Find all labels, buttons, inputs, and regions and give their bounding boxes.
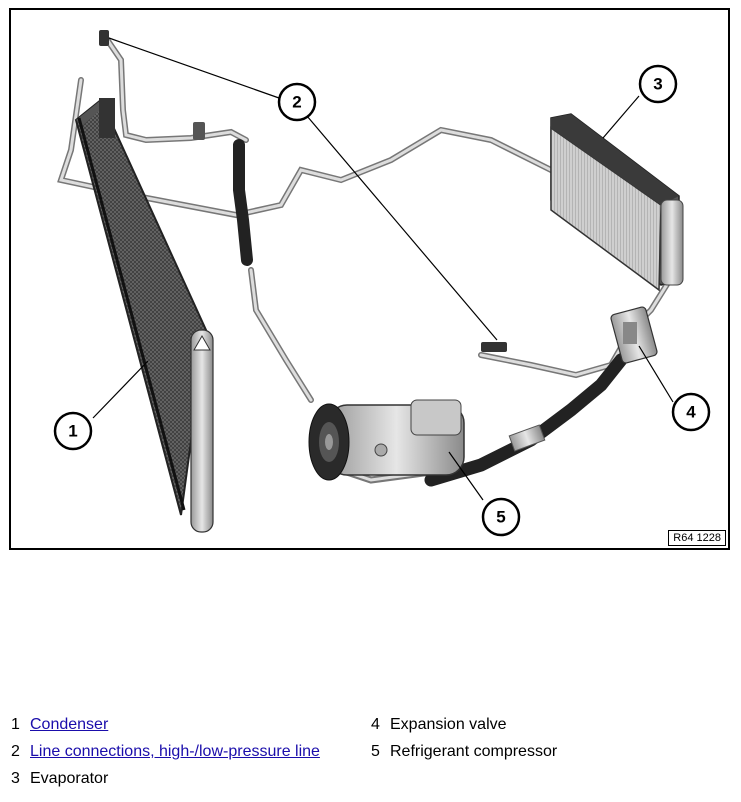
evaporator <box>550 113 684 292</box>
line-connection-fittings <box>99 30 507 352</box>
callout-1: 1 <box>53 411 93 451</box>
legend-label: Refrigerant compressor <box>390 743 558 760</box>
legend-number: 4 <box>371 716 380 733</box>
expansion-valve <box>610 306 658 364</box>
callout-5: 5 <box>481 497 521 537</box>
callout-3: 3 <box>638 64 678 104</box>
legend-number: 5 <box>371 743 380 760</box>
condenser <box>74 98 214 533</box>
figure-reference-code: R64 1228 <box>668 530 726 546</box>
component-diagram: 1 2 3 4 5 R64 1228 <box>9 8 730 550</box>
svg-text:2: 2 <box>292 93 301 112</box>
legend-label: Evaporator <box>30 770 109 787</box>
legend-item-refrigerant-compressor: 5 Refrigerant compressor <box>371 743 557 761</box>
svg-text:1: 1 <box>68 422 77 441</box>
legend-number: 2 <box>11 743 20 760</box>
callout-2: 2 <box>277 82 317 122</box>
rubber-hoses <box>233 139 628 487</box>
legend-item-expansion-valve: 4 Expansion valve <box>371 716 507 734</box>
legend-item-evaporator: 3 Evaporator <box>11 770 108 788</box>
line-connections-link[interactable]: Line connections, high-/low-pressure lin… <box>30 743 320 760</box>
svg-text:5: 5 <box>496 508 505 527</box>
legend-item-condenser: 1 Condenser <box>11 716 108 734</box>
diagram-illustration: 1 2 3 4 5 <box>53 30 711 537</box>
svg-text:4: 4 <box>686 403 696 422</box>
svg-text:3: 3 <box>653 75 662 94</box>
legend-number: 1 <box>11 716 20 733</box>
legend-label: Expansion valve <box>390 716 507 733</box>
legend-number: 3 <box>11 770 20 787</box>
leader-lines <box>92 37 674 501</box>
refrigerant-compressor <box>308 399 465 481</box>
legend-item-line-connections: 2 Line connections, high-/low-pressure li… <box>11 743 320 761</box>
condenser-link[interactable]: Condenser <box>30 716 109 733</box>
callout-4: 4 <box>671 392 711 432</box>
